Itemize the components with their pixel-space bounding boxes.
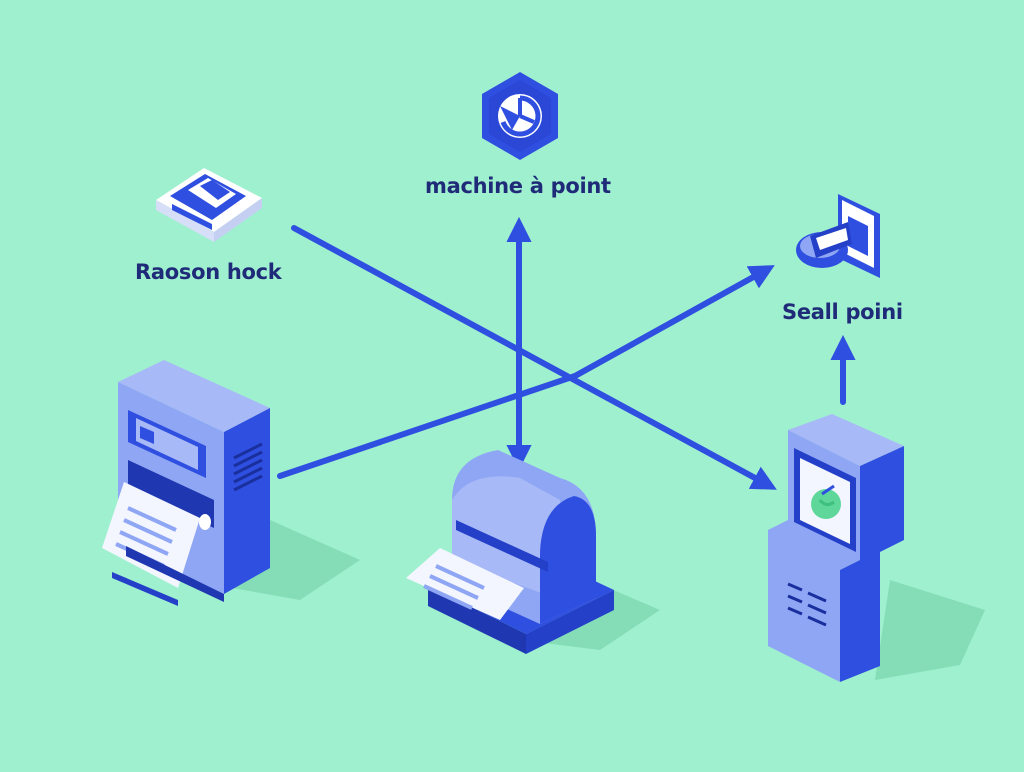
label-raoson-hock: Raoson hock: [135, 260, 282, 284]
arrow-to-seal-point: [572, 265, 775, 379]
roll-printer: [406, 450, 614, 654]
connection-lines: [277, 216, 856, 490]
card-slot-icon: [796, 194, 880, 278]
clock-icon: [482, 72, 558, 160]
label-seall-poini: Seall poini: [782, 300, 903, 324]
line-printer-to-right: [277, 373, 578, 479]
kiosk-terminal: [768, 414, 904, 682]
card-reader-icon: [156, 168, 262, 242]
label-machine-a-point: machine à point: [425, 174, 611, 198]
receipt-printer: [102, 360, 270, 606]
